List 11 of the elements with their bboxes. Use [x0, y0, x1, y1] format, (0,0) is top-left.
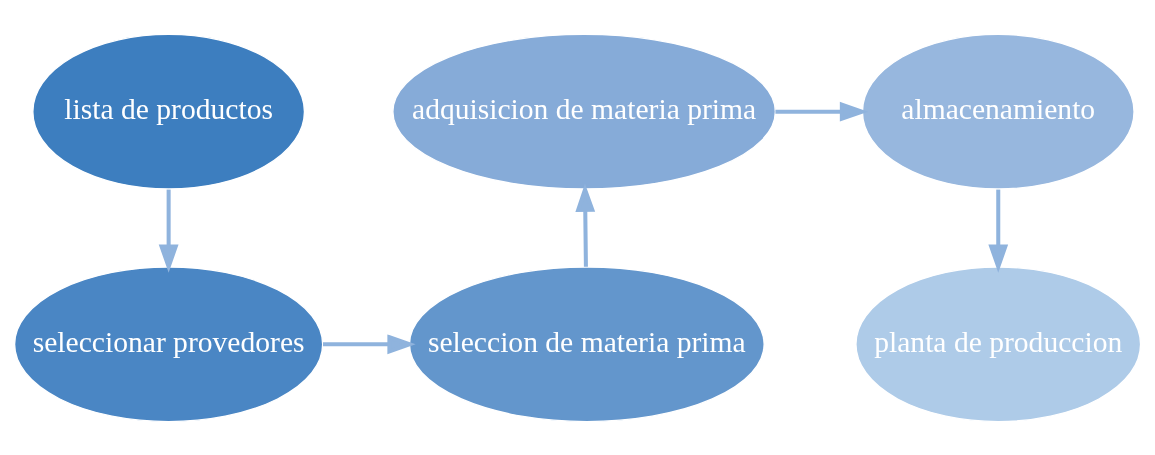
arrow	[158, 189, 179, 273]
arrow	[988, 189, 1009, 273]
node-ellipse: seleccionar provedores	[13, 265, 324, 422]
arrow	[775, 101, 869, 122]
node-ellipse: seleccion de materia prima	[408, 265, 765, 422]
node-ellipse: adquisicion de materia prima	[392, 33, 777, 190]
node-ellipse: planta de produccion	[855, 265, 1142, 422]
arrow	[575, 183, 596, 267]
node-ellipse: almacenamiento	[861, 33, 1135, 190]
node-ellipse: lista de productos	[32, 33, 306, 190]
arrow	[323, 333, 416, 354]
